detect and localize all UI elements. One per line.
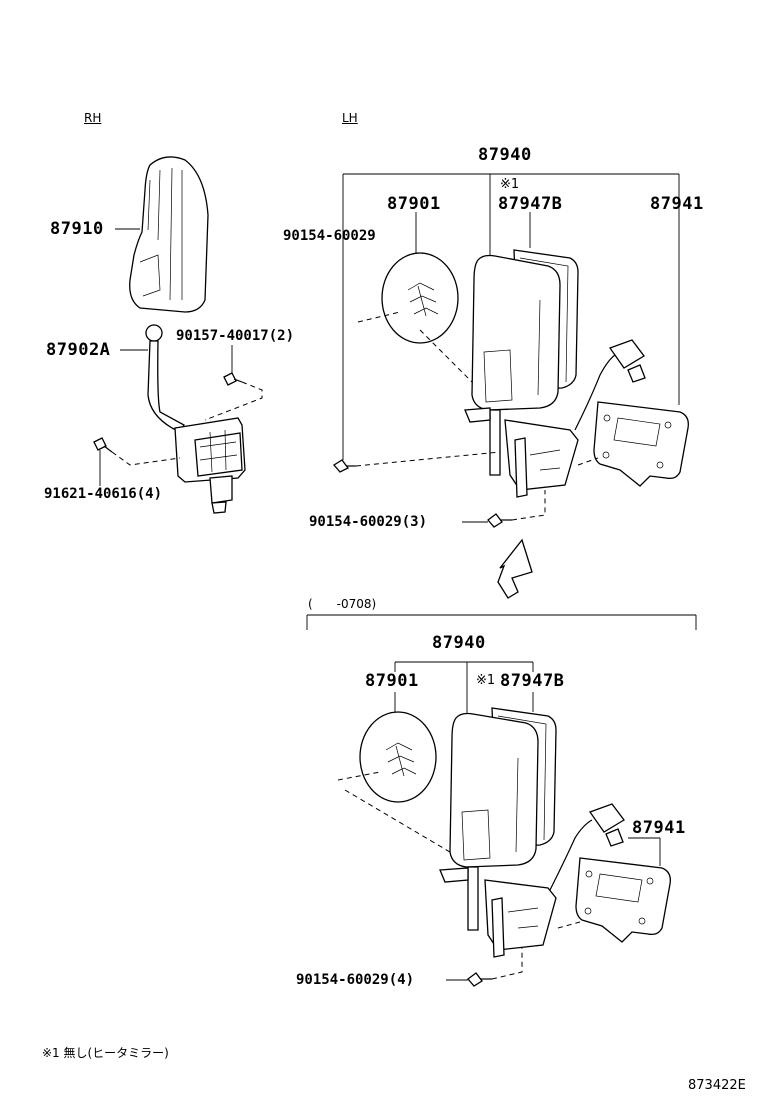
bracket-87940-top xyxy=(342,173,680,460)
mirror-cover-87910 xyxy=(129,156,209,313)
dash-90154-a xyxy=(355,451,501,467)
dash-gasket-bottom xyxy=(557,921,581,929)
footnote: ※1 無し(ヒータミラー) xyxy=(42,1046,169,1060)
part-number-87902a: 87902A xyxy=(46,340,111,360)
part-number-90157-40017: 90157-40017(2) xyxy=(176,328,295,344)
part-number-87901-top: 87901 xyxy=(387,194,441,214)
mirror-glass-87901-bottom xyxy=(359,711,437,803)
base-gasket-87941-top xyxy=(593,401,689,487)
note-mark-bottom: ※1 xyxy=(476,673,496,688)
harness-connector-bottom xyxy=(549,803,625,891)
part-number-87910: 87910 xyxy=(50,219,104,239)
figure-code: 873422E xyxy=(688,1078,746,1093)
upgrade-arrow xyxy=(497,538,533,599)
screw-90157-40017 xyxy=(223,372,243,386)
part-number-87940-top: 87940 xyxy=(478,145,532,165)
part-number-91621-40616: 91621-40616(4) xyxy=(44,486,163,502)
bracket-range xyxy=(306,614,697,630)
applicability-range: ( -0708) xyxy=(308,597,377,611)
dash-90154-c xyxy=(491,948,523,980)
harness-connector-top xyxy=(574,339,646,431)
screw-91621-40616 xyxy=(93,437,113,453)
part-number-90154-60029-a: 90154-60029 xyxy=(283,228,376,244)
part-number-87947b-bottom: 87947B xyxy=(500,671,565,691)
note-mark-top: ※1 xyxy=(500,177,520,192)
side-label-lh: LH xyxy=(342,111,358,125)
mirror-body-bottom xyxy=(439,707,557,958)
dash-gasket-top xyxy=(577,457,599,466)
part-number-87947b-top: 87947B xyxy=(498,194,563,214)
mirror-stay-87902a xyxy=(145,324,246,514)
screw-90154-60029-c xyxy=(467,972,492,987)
dash-91621 xyxy=(111,451,181,466)
part-number-87941-bottom: 87941 xyxy=(632,818,686,838)
part-number-87940-bottom: 87940 xyxy=(432,633,486,653)
dash-87901-bottom xyxy=(337,771,456,856)
dash-90157 xyxy=(204,381,263,421)
mirror-glass-87901-top xyxy=(381,252,459,344)
screw-90154-60029-b xyxy=(487,513,512,528)
side-label-rh: RH xyxy=(84,111,102,125)
dash-90154-b xyxy=(511,490,546,521)
part-number-90154-60029-b: 90154-60029(3) xyxy=(309,514,428,530)
screw-90154-60029-a xyxy=(333,459,356,473)
bracket-87940-bottom xyxy=(394,661,534,716)
mirror-body-top xyxy=(464,249,579,498)
part-number-90154-60029-c: 90154-60029(4) xyxy=(296,972,415,988)
part-number-87941-top: 87941 xyxy=(650,194,704,214)
part-number-87901-bottom: 87901 xyxy=(365,671,419,691)
base-gasket-87941-bottom xyxy=(575,857,671,943)
